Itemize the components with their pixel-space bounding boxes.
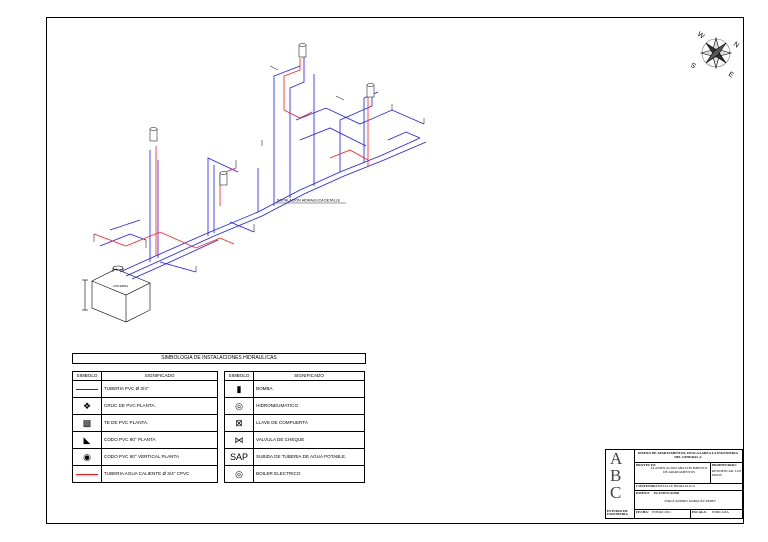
owner-label: PROPIETARIO: — [712, 464, 737, 467]
legend-text: TUBERIA AGUA CALIENTE Ø 3/4" CPVC — [101, 465, 218, 483]
legend-text: BOILER ELECTRICO — [253, 465, 365, 483]
legend-header-symbol: SIMBOLO — [72, 371, 102, 381]
scale-label: ESCALA: — [692, 511, 707, 514]
title-block: A B C ESTUDIO DE INGENIERIA DISEÑO DE AP… — [605, 449, 743, 519]
legend-text: CRUC DE PVC PLANTA. — [101, 397, 218, 415]
gate-valve-icon: ⊠ — [235, 418, 243, 428]
legend-text: HIDRONEUMATICO — [253, 397, 365, 415]
date-value: ENERO 2021 — [652, 511, 671, 514]
designer-label: DISEÑO: — [636, 492, 651, 495]
fixture-ticks — [93, 65, 425, 272]
divider — [690, 509, 691, 518]
compass-rose-icon — [699, 36, 733, 70]
legend-table-right: SIMBOLO SIGNIFICADO ▮ BOMBA ◎ HIDRONEUMA… — [224, 371, 365, 483]
legend-row: ◣ CODO PVC 90° PLANTA — [72, 431, 218, 449]
blue-line-icon — [76, 388, 98, 390]
red-line-icon — [76, 473, 98, 475]
legend-header-symbol: SIMBOLO — [224, 371, 254, 381]
legend-row: ◎ HIDRONEUMATICO — [224, 397, 365, 415]
legend-text: TE DE PVC PLANTA. — [101, 414, 218, 432]
divider — [634, 462, 742, 463]
cold-water-piping — [99, 56, 427, 280]
legend-row: ⋈ VALVULA DE CHEQUE — [224, 431, 365, 449]
compass-letter-w: W — [696, 31, 706, 41]
divider — [634, 490, 742, 491]
legend-row: TUBERIA PVC Ø 3/4" — [72, 380, 218, 398]
boiler-icon: ◎ — [235, 469, 243, 479]
legend-header-meaning: SIGNIFICADO — [253, 371, 365, 381]
legend-row: ◉ CODO PVC 90° VERTICAL PLANTA — [72, 448, 218, 466]
tee-fitting-icon: ▩ — [82, 418, 92, 428]
designer-value: PLANIFICADOR — [654, 492, 680, 495]
owner-value: RESIDENCIAL LOS PINOS — [712, 470, 742, 477]
brand-name: ESTUDIO DE INGENIERIA — [607, 508, 628, 517]
legend-text: TUBERIA PVC Ø 3/4" — [101, 380, 218, 398]
legend-text: SUBIDA DE TUBERIA DE AGUA POTABLE. — [253, 448, 365, 466]
legend-row: ⊠ LLAVE DE COMPUERTA — [224, 414, 365, 432]
project-title: DISEÑO DE APARTAMENTOS, EPOCA SAREA LA I… — [637, 452, 738, 459]
logo-letter-c: C — [610, 483, 622, 502]
compass-letter-n: N — [732, 41, 740, 50]
legend-row: TUBERIA AGUA CALIENTE Ø 3/4" CPVC — [72, 465, 218, 483]
company-logo: A B C ESTUDIO DE INGENIERIA — [606, 449, 635, 518]
check-valve-icon: ⋈ — [234, 435, 244, 445]
legend-title: SIMBOLOGIA DE INSTALACIONES HIDRAULICAS — [72, 353, 366, 364]
content-label: CONTENIDO: — [636, 485, 659, 488]
divider — [634, 483, 742, 484]
scale-value: INDICADA — [712, 511, 729, 514]
legend-text: BOMBA — [253, 380, 365, 398]
logo-letter-a: A — [610, 449, 623, 468]
hot-water-piping — [93, 58, 369, 256]
compass-letter-s: S — [689, 62, 697, 71]
legend-row: ❖ CRUC DE PVC PLANTA. — [72, 397, 218, 415]
cistern-tank — [82, 265, 151, 323]
elbow-fitting-icon: ◣ — [83, 435, 91, 445]
sheet-border — [46, 17, 744, 524]
legend-text: LLAVE DE COMPUERTA — [253, 414, 365, 432]
legend-row: ▩ TE DE PVC PLANTA. — [72, 414, 218, 432]
detail-label: INSTALACIÓN HIDRAULICA DETALLE — [277, 198, 341, 203]
legend-text: VALVULA DE CHEQUE — [253, 431, 365, 449]
sap-icon: SAP — [229, 451, 248, 462]
legend-header-meaning: SIGNIFICADO — [101, 371, 218, 381]
legend-row: ▮ BOMBA — [224, 380, 365, 398]
divider — [634, 509, 742, 510]
legend-text: CODO PVC 90° PLANTA — [101, 431, 218, 449]
hydropneumatic-icon: ◎ — [235, 401, 243, 411]
content-value: DETALLE HIDRAULICO — [658, 485, 695, 488]
legend-table-left: SIMBOLO SIGNIFICADO TUBERIA PVC Ø 3/4" ❖… — [72, 371, 218, 483]
legend-row: ◎ BOILER ELECTRICO — [224, 465, 365, 483]
project-value: PLANIFICACION ABASTECIMIENTO DE APARTAME… — [650, 467, 708, 474]
elbow-vertical-icon: ◉ — [83, 452, 91, 462]
signature: JORGE ANDRES MARQUEZ PEREZ — [664, 500, 716, 503]
legend-text: CODO PVC 90° VERTICAL PLANTA — [101, 448, 218, 466]
logo-letter-b: B — [610, 466, 622, 485]
project-label: PROYECTO: — [636, 464, 657, 467]
boiler-icon — [149, 43, 375, 186]
tank-label: CISTERNA — [113, 284, 128, 288]
divider — [710, 462, 711, 483]
pump-icon: ▮ — [236, 384, 242, 394]
legend-row: SAP SUBIDA DE TUBERIA DE AGUA POTABLE. — [224, 448, 365, 466]
cross-fitting-icon: ❖ — [82, 401, 92, 411]
compass-letter-e: E — [727, 71, 735, 80]
date-label: FECHA: — [636, 511, 649, 514]
